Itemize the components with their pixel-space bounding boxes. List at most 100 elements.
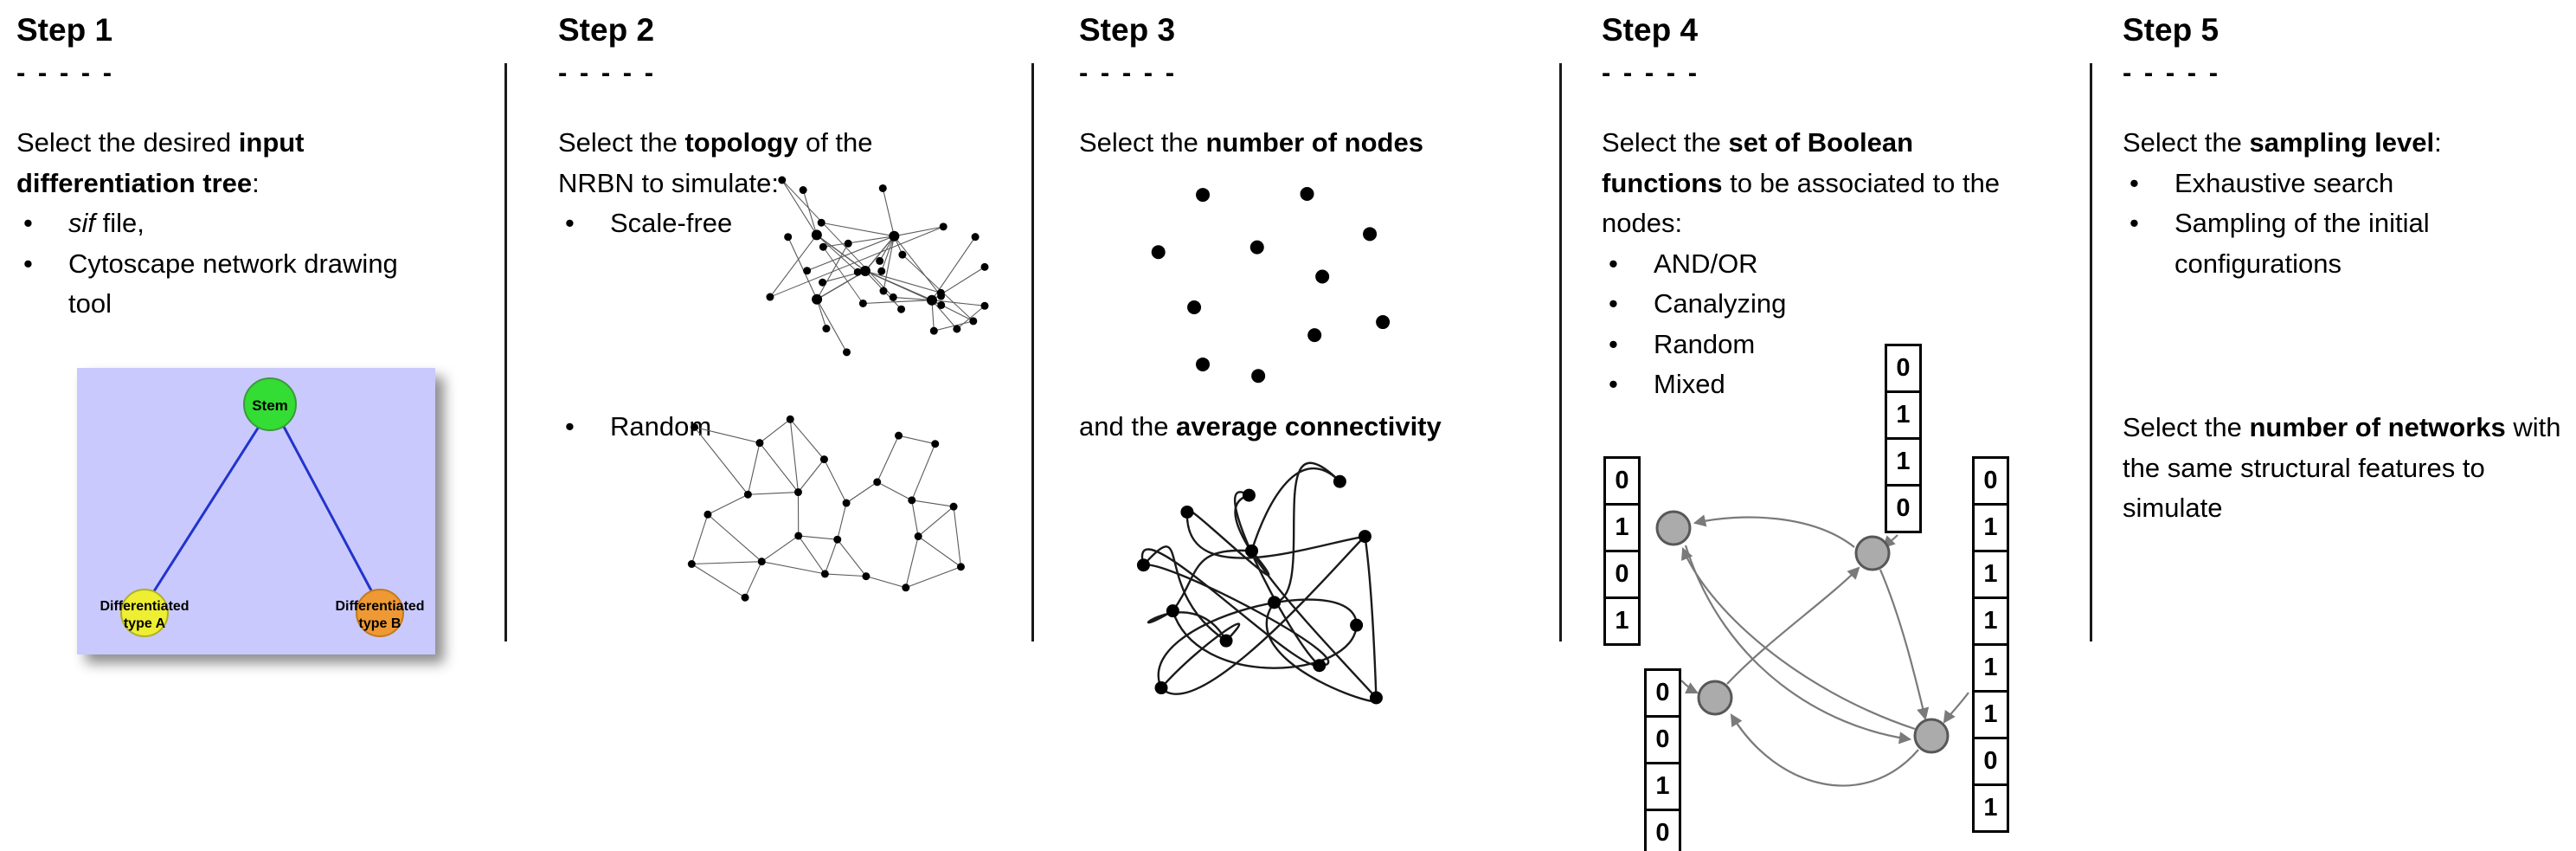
type-b-label-line1: Differentiated xyxy=(335,599,424,614)
tangle-edge xyxy=(1265,602,1380,703)
type-b-label-line2: type B xyxy=(359,616,401,631)
type-a-label-line1: Differentiated xyxy=(100,599,189,614)
stem-node xyxy=(243,377,297,431)
network-node-c xyxy=(1697,680,1733,716)
tree-edge-left xyxy=(145,425,260,604)
node-dot xyxy=(1350,618,1364,632)
node-dot xyxy=(876,256,884,265)
step-5-networks-paragraph: Select the number of networks with the s… xyxy=(2123,408,2576,529)
tangle-edge xyxy=(1160,622,1241,689)
node-dot xyxy=(1196,187,1211,202)
bullet-random-functions-label: Random xyxy=(1654,328,1756,359)
truth-table-cell: 1 xyxy=(1603,503,1641,552)
bullet-marker: • xyxy=(565,208,575,238)
node-dot xyxy=(1180,505,1194,519)
edge-line xyxy=(893,296,933,301)
step-5-second-post: with the same structural features to sim… xyxy=(2123,412,2561,523)
differentiation-tree-illustration: Stem Differentiated type A Differentiate… xyxy=(77,367,435,654)
edge-line xyxy=(902,254,974,322)
node-dot xyxy=(819,278,827,287)
bullet-marker: • xyxy=(1609,248,1618,279)
differentiation-tree-svg: Stem Differentiated type A Differentiate… xyxy=(77,367,435,654)
bullet-exhaustive-search: • Exhaustive search xyxy=(2123,164,2573,204)
step-2-column: Step 2 - - - - - Select the topology of … xyxy=(558,12,1025,615)
bullet-exhaustive-search-label: Exhaustive search xyxy=(2175,167,2394,198)
step-5-second-bold: number of networks xyxy=(2249,412,2506,442)
edge-line xyxy=(787,236,818,300)
step-3-title: Step 3 xyxy=(1079,12,1176,48)
node-dot xyxy=(794,532,803,540)
tree-edge-right xyxy=(281,423,380,604)
truth-table-cell: 1 xyxy=(1972,783,2009,833)
step-3-intro-bold: number of nodes xyxy=(1205,127,1423,158)
edge-line xyxy=(707,513,762,563)
edge-line xyxy=(707,493,748,515)
node-dot xyxy=(980,301,989,310)
edge-line xyxy=(816,299,847,353)
node-dot xyxy=(844,239,852,248)
step-5-intro-bold: sampling level xyxy=(2249,127,2435,158)
truth-table-cell: 1 xyxy=(1644,762,1681,811)
node-dot xyxy=(949,502,958,511)
edge-line xyxy=(931,300,986,306)
edge-line xyxy=(931,300,958,330)
node-dot xyxy=(929,326,938,335)
node-dot xyxy=(971,233,980,242)
node-dot xyxy=(914,532,922,541)
step-1-intro-bold: input differentiation tree xyxy=(16,127,305,198)
step-3-second-pre: and the xyxy=(1079,410,1177,442)
edge-line xyxy=(893,235,941,297)
edge-line xyxy=(845,481,878,504)
edge-line xyxy=(911,500,954,507)
edge-arrows xyxy=(1680,514,1969,787)
node-dot xyxy=(1369,691,1383,705)
node-dot xyxy=(1242,488,1256,502)
node-dot xyxy=(1315,268,1330,283)
connectivity-tangle-illustration xyxy=(1136,461,1383,705)
node-dot xyxy=(1363,226,1378,241)
node-dot xyxy=(703,510,712,519)
node-dot xyxy=(969,317,978,326)
node-dot xyxy=(811,229,822,241)
step-2-intro: Select the topology of the NRBN to simul… xyxy=(558,123,939,203)
edge-line xyxy=(824,539,838,575)
step-3-dashes: - - - - - xyxy=(1079,57,1178,87)
edge-line xyxy=(759,418,791,444)
random-network-illustration xyxy=(687,415,965,602)
bullet-marker: • xyxy=(23,248,33,279)
truth-table-cell: 0 xyxy=(1644,668,1681,718)
type-a-label-line2: type A xyxy=(124,616,166,631)
truth-table-cell: 1 xyxy=(1972,596,2009,646)
node-dot xyxy=(939,222,948,231)
node-dot xyxy=(786,415,794,423)
step-3-intro: Select the number of nodes xyxy=(1079,123,1564,164)
node-dot xyxy=(1196,357,1211,371)
bullet-sampling-initial-configurations: • Sampling of the initial configurations xyxy=(2123,203,2573,284)
truth-table-cell: 1 xyxy=(1885,390,1922,440)
edge-line xyxy=(864,235,895,272)
node-dot xyxy=(902,583,910,592)
bullet-scale-free-label: Scale-free xyxy=(610,208,733,238)
edge-line xyxy=(881,235,895,272)
network-node-b xyxy=(1854,535,1891,571)
edge-line xyxy=(823,459,847,504)
edge-line xyxy=(747,442,761,495)
node-dot xyxy=(1249,240,1264,255)
truth-table-cell: 0 xyxy=(1972,737,2009,786)
edge-line xyxy=(789,419,800,493)
edge-line xyxy=(883,235,895,292)
sif-italic: sif xyxy=(68,208,95,238)
edge-line xyxy=(789,418,825,460)
node-dot xyxy=(853,268,862,276)
bullet-cytoscape-tool: • Cytoscape network drawing tool xyxy=(16,244,432,325)
truth-table-top: 0 1 1 0 xyxy=(1885,344,1922,533)
edge-line xyxy=(837,502,847,540)
edge-line xyxy=(837,538,867,577)
bullet-mixed: • Mixed xyxy=(1602,364,2073,405)
scale-free-network-illustration xyxy=(766,176,989,357)
step-5-intro-pre: Select the xyxy=(2123,127,2250,158)
node-dot xyxy=(741,593,749,602)
bullet-and-or-label: AND/OR xyxy=(1654,248,1758,279)
node-dot xyxy=(755,439,764,448)
node-dot xyxy=(819,455,828,464)
